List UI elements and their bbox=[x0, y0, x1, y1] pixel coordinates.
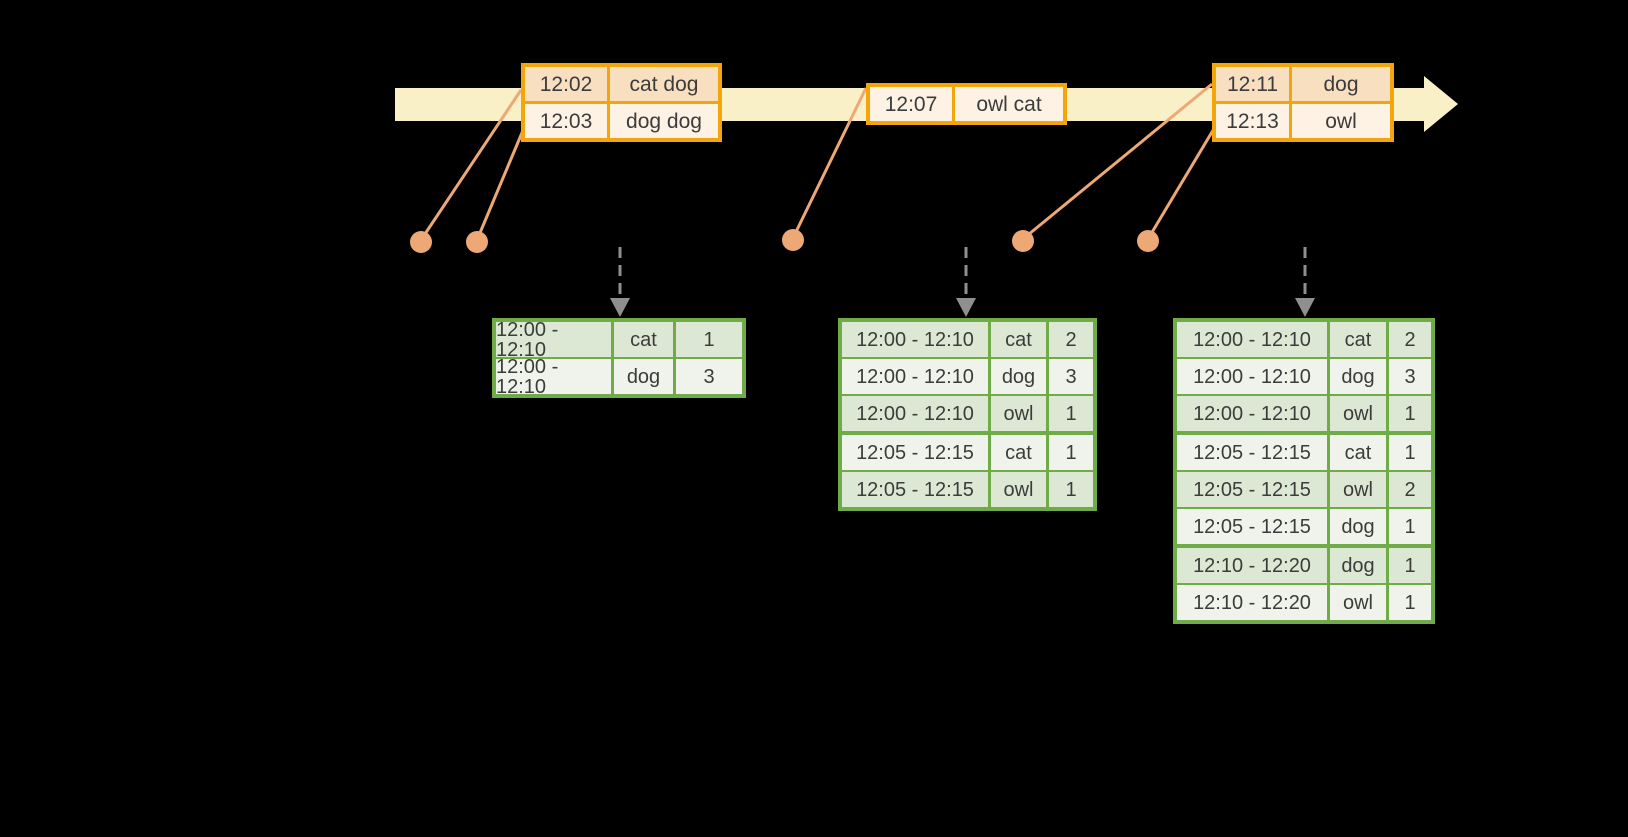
result-count-cell: 3 bbox=[1049, 359, 1093, 394]
result-word-cell: dog bbox=[1330, 359, 1389, 394]
event-row: 12:03 dog dog bbox=[525, 101, 718, 138]
event-dot-icon bbox=[782, 229, 804, 251]
connector-line bbox=[791, 87, 868, 239]
event-dot-icon bbox=[1137, 230, 1159, 252]
result-row: 12:00 - 12:10 cat 2 bbox=[1177, 322, 1431, 357]
result-row: 12:05 - 12:15 cat 1 bbox=[842, 431, 1093, 470]
result-count-cell: 1 bbox=[676, 322, 742, 357]
result-row: 12:05 - 12:15 dog 1 bbox=[1177, 507, 1431, 544]
result-count-cell: 1 bbox=[1389, 548, 1431, 583]
result-row: 12:05 - 12:15 owl 1 bbox=[842, 470, 1093, 507]
connector-lines bbox=[419, 82, 1217, 241]
result-word-cell: owl bbox=[1330, 472, 1389, 507]
connector-line bbox=[1022, 82, 1213, 241]
result-row: 12:00 - 12:10 owl 1 bbox=[842, 394, 1093, 431]
event-words-cell: dog dog bbox=[610, 104, 718, 138]
result-window-cell: 12:00 - 12:10 bbox=[1177, 359, 1330, 394]
result-row: 12:00 - 12:10 owl 1 bbox=[1177, 394, 1431, 431]
down-arrow-icon bbox=[956, 298, 976, 317]
event-words-cell: owl cat bbox=[955, 87, 1063, 121]
event-words-cell: dog bbox=[1292, 67, 1390, 101]
result-window-cell: 12:05 - 12:15 bbox=[842, 472, 991, 507]
result-word-cell: cat bbox=[991, 322, 1049, 357]
result-table-2: 12:00 - 12:10 cat 2 12:00 - 12:10 dog 3 … bbox=[838, 318, 1097, 511]
result-count-cell: 3 bbox=[676, 359, 742, 394]
result-count-cell: 1 bbox=[1389, 435, 1431, 470]
event-time-cell: 12:11 bbox=[1216, 67, 1292, 101]
result-count-cell: 1 bbox=[1049, 396, 1093, 431]
result-count-cell: 3 bbox=[1389, 359, 1431, 394]
event-time-cell: 12:07 bbox=[870, 87, 955, 121]
connector-line bbox=[1146, 126, 1217, 240]
event-table-1211: 12:11 dog 12:13 owl bbox=[1212, 63, 1394, 142]
result-row: 12:05 - 12:15 cat 1 bbox=[1177, 431, 1431, 470]
event-time-cell: 12:13 bbox=[1216, 104, 1292, 138]
timeline-arrowhead-icon bbox=[1424, 76, 1458, 132]
result-word-cell: owl bbox=[1330, 585, 1389, 620]
result-row: 12:10 - 12:20 dog 1 bbox=[1177, 544, 1431, 583]
event-table-1202: 12:02 cat dog 12:03 dog dog bbox=[521, 63, 722, 142]
result-word-cell: owl bbox=[991, 472, 1049, 507]
event-row: 12:02 cat dog bbox=[525, 67, 718, 101]
result-row: 12:00 - 12:10 dog 3 bbox=[842, 357, 1093, 394]
event-row: 12:07 owl cat bbox=[870, 87, 1063, 121]
down-arrow-icon bbox=[610, 298, 630, 317]
result-word-cell: dog bbox=[1330, 509, 1389, 544]
event-dot-icon bbox=[410, 231, 432, 253]
result-word-cell: dog bbox=[1330, 548, 1389, 583]
result-count-cell: 2 bbox=[1049, 322, 1093, 357]
result-word-cell: cat bbox=[1330, 435, 1389, 470]
result-count-cell: 2 bbox=[1389, 472, 1431, 507]
result-row: 12:05 - 12:15 owl 2 bbox=[1177, 470, 1431, 507]
result-window-cell: 12:10 - 12:20 bbox=[1177, 548, 1330, 583]
event-table-1207: 12:07 owl cat bbox=[866, 83, 1067, 125]
event-markers bbox=[410, 229, 1159, 253]
result-word-cell: cat bbox=[614, 322, 676, 357]
result-word-cell: cat bbox=[1330, 322, 1389, 357]
result-row: 12:10 - 12:20 owl 1 bbox=[1177, 583, 1431, 620]
result-count-cell: 1 bbox=[1389, 396, 1431, 431]
result-count-cell: 1 bbox=[1389, 509, 1431, 544]
result-window-cell: 12:05 - 12:15 bbox=[842, 435, 991, 470]
result-row: 12:00 - 12:10 cat 2 bbox=[842, 322, 1093, 357]
result-row: 12:00 - 12:10 dog 3 bbox=[496, 357, 742, 397]
result-table-1: 12:00 - 12:10 cat 1 12:00 - 12:10 dog 3 bbox=[492, 318, 746, 398]
result-window-cell: 12:00 - 12:10 bbox=[496, 320, 614, 360]
result-table-3: 12:00 - 12:10 cat 2 12:00 - 12:10 dog 3 … bbox=[1173, 318, 1435, 624]
event-row: 12:13 owl bbox=[1216, 101, 1390, 138]
result-window-cell: 12:05 - 12:15 bbox=[1177, 435, 1330, 470]
result-window-cell: 12:05 - 12:15 bbox=[1177, 509, 1330, 544]
result-window-cell: 12:00 - 12:10 bbox=[842, 396, 991, 431]
event-words-cell: cat dog bbox=[610, 67, 718, 101]
result-count-cell: 1 bbox=[1389, 585, 1431, 620]
result-row: 12:00 - 12:10 cat 1 bbox=[496, 320, 742, 360]
result-window-cell: 12:10 - 12:20 bbox=[1177, 585, 1330, 620]
down-arrow-icon bbox=[1295, 298, 1315, 317]
event-time-cell: 12:03 bbox=[525, 104, 610, 138]
result-word-cell: dog bbox=[614, 359, 676, 394]
result-count-cell: 2 bbox=[1389, 322, 1431, 357]
result-word-cell: cat bbox=[991, 435, 1049, 470]
result-count-cell: 1 bbox=[1049, 472, 1093, 507]
result-word-cell: owl bbox=[1330, 396, 1389, 431]
event-dot-icon bbox=[1012, 230, 1034, 252]
result-row: 12:00 - 12:10 dog 3 bbox=[1177, 357, 1431, 394]
result-window-cell: 12:05 - 12:15 bbox=[1177, 472, 1330, 507]
connector-line bbox=[475, 127, 526, 241]
result-count-cell: 1 bbox=[1049, 435, 1093, 470]
event-words-cell: owl bbox=[1292, 104, 1390, 138]
result-window-cell: 12:00 - 12:10 bbox=[1177, 322, 1330, 357]
event-dot-icon bbox=[466, 231, 488, 253]
result-window-cell: 12:00 - 12:10 bbox=[1177, 396, 1330, 431]
result-window-cell: 12:00 - 12:10 bbox=[842, 322, 991, 357]
event-time-cell: 12:02 bbox=[525, 67, 610, 101]
connector-line bbox=[419, 89, 523, 241]
trigger-arrows bbox=[610, 247, 1315, 317]
result-word-cell: dog bbox=[991, 359, 1049, 394]
result-window-cell: 12:00 - 12:10 bbox=[496, 357, 614, 397]
result-window-cell: 12:00 - 12:10 bbox=[842, 359, 991, 394]
event-row: 12:11 dog bbox=[1216, 67, 1390, 101]
result-word-cell: owl bbox=[991, 396, 1049, 431]
